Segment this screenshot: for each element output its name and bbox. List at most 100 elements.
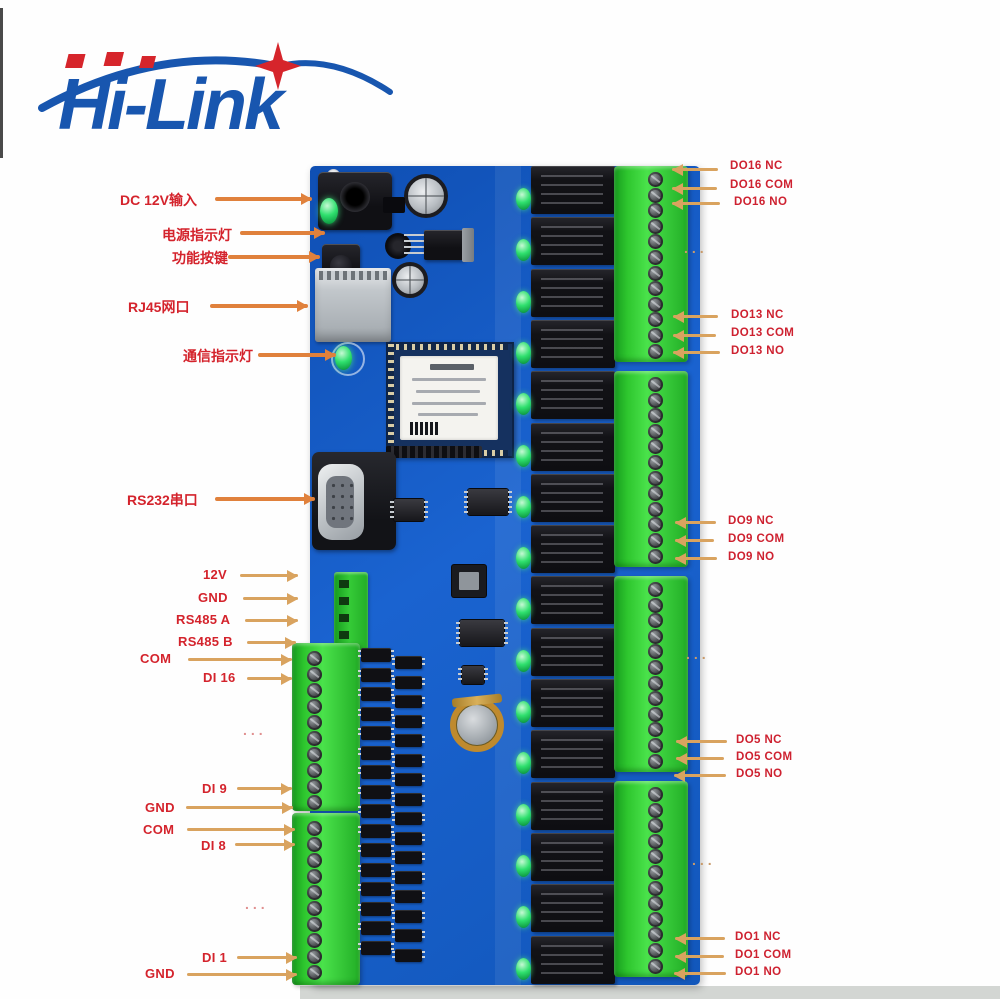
arrow-do1-no [674, 972, 726, 975]
label-do5-com: DO5 COM [736, 751, 793, 763]
smd-inductor [383, 197, 405, 213]
ellipsis-right-1: ... [684, 240, 708, 256]
optocoupler [392, 851, 425, 864]
regulator-tab [462, 228, 474, 262]
screw-terminal [307, 651, 322, 666]
optocoupler [358, 823, 394, 838]
screw-terminal [648, 343, 663, 359]
optocoupler [392, 831, 425, 845]
screw-terminal [648, 548, 663, 564]
soic-ic-1 [464, 489, 512, 515]
pin-header [386, 446, 482, 458]
arrow-rj45-port [210, 304, 308, 308]
relay-pcb-board [292, 166, 700, 985]
relay-led-3 [516, 854, 531, 877]
arrow-do1-nc [675, 937, 725, 940]
screw-terminal [307, 965, 322, 980]
electrolytic-capacitor-2 [392, 262, 428, 298]
wifi-module [386, 342, 514, 458]
label-do13-com: DO13 COM [731, 327, 795, 339]
screw-terminal [307, 667, 322, 682]
optocoupler [358, 726, 394, 740]
screw-terminal [307, 683, 322, 698]
relay-led-13 [516, 341, 531, 364]
label-dc-12v-input: DC 12V输入 [120, 192, 198, 208]
screw-terminal [648, 408, 663, 424]
screw-terminal [307, 853, 322, 868]
label-do16-nc: DO16 NC [730, 160, 783, 172]
relay-led-5 [516, 752, 531, 775]
soic-ic-2 [456, 620, 508, 646]
optocoupler [358, 843, 394, 857]
relay-14 [531, 268, 615, 317]
arrow-do5-no [674, 774, 726, 777]
label-do1-no: DO1 NO [735, 966, 782, 978]
label-do13-no: DO13 NO [731, 345, 785, 357]
screw-terminal [648, 958, 663, 974]
ellipsis-left-2: ... [245, 896, 269, 912]
label-di-8: DI 8 [201, 838, 227, 853]
screw-terminal [648, 328, 663, 343]
voltage-regulator [424, 230, 464, 260]
electrolytic-capacitor-1 [404, 174, 448, 218]
rs485-power-terminal [334, 572, 368, 650]
screw-terminal [307, 821, 322, 836]
screw-terminal [648, 187, 663, 203]
optocoupler [358, 882, 394, 896]
optocoupler [392, 870, 425, 884]
screw-terminal [648, 312, 663, 328]
screw-terminal [307, 837, 322, 852]
screw-terminal [648, 833, 663, 849]
arrow-power-indicator [240, 231, 325, 235]
screw-terminal [648, 250, 663, 265]
logo-red-cap-3 [139, 56, 157, 68]
screw-terminal [648, 218, 663, 234]
di-terminal-block-upper [292, 643, 360, 811]
relay-3 [531, 832, 615, 881]
label-do16-com: DO16 COM [730, 179, 794, 191]
relay-7 [531, 627, 615, 676]
optocoupler [392, 695, 425, 708]
screw-terminal [648, 675, 663, 691]
screw-terminal [307, 795, 322, 810]
screw-terminal [307, 949, 322, 964]
db9-rs232-port [312, 452, 396, 550]
label-gnd-2: GND [145, 800, 175, 815]
module-label-logo [430, 364, 474, 370]
module-label-line [416, 390, 480, 393]
relay-8 [531, 576, 615, 625]
screw-terminal [648, 722, 663, 738]
relay-13 [531, 319, 615, 368]
label-di-16: DI 16 [203, 670, 236, 685]
relay-led-4 [516, 803, 531, 826]
relay-led-14 [516, 290, 531, 313]
module-label-line [412, 378, 486, 381]
optocoupler [392, 753, 425, 767]
arrow-do5-nc [676, 740, 727, 743]
screw-terminal [648, 927, 663, 943]
label-do9-com: DO9 COM [728, 533, 785, 545]
relay-9 [531, 525, 615, 574]
photo-edge-line [0, 8, 3, 158]
screw-terminal [648, 470, 663, 486]
screw-terminal [307, 869, 322, 884]
db9-faceplate [318, 464, 364, 540]
relay-2 [531, 884, 615, 933]
screw-terminal [648, 533, 663, 548]
optocoupler [392, 734, 425, 747]
relay-10 [531, 473, 615, 522]
arrow-rs485-b [247, 641, 296, 644]
optocoupler [392, 675, 425, 689]
arrow-do5-com [676, 757, 724, 760]
optocoupler [358, 940, 394, 955]
optocoupler [392, 948, 425, 962]
screw-terminal [648, 787, 663, 802]
arrow-di-1 [237, 956, 297, 959]
arrow-function-button [228, 255, 320, 259]
label-do9-no: DO9 NO [728, 551, 775, 563]
label-gnd-3: GND [145, 966, 175, 981]
arrow-gnd-1 [243, 597, 298, 600]
relay-led-15 [516, 239, 531, 262]
relay-5 [531, 730, 615, 779]
optocoupler [358, 745, 394, 760]
